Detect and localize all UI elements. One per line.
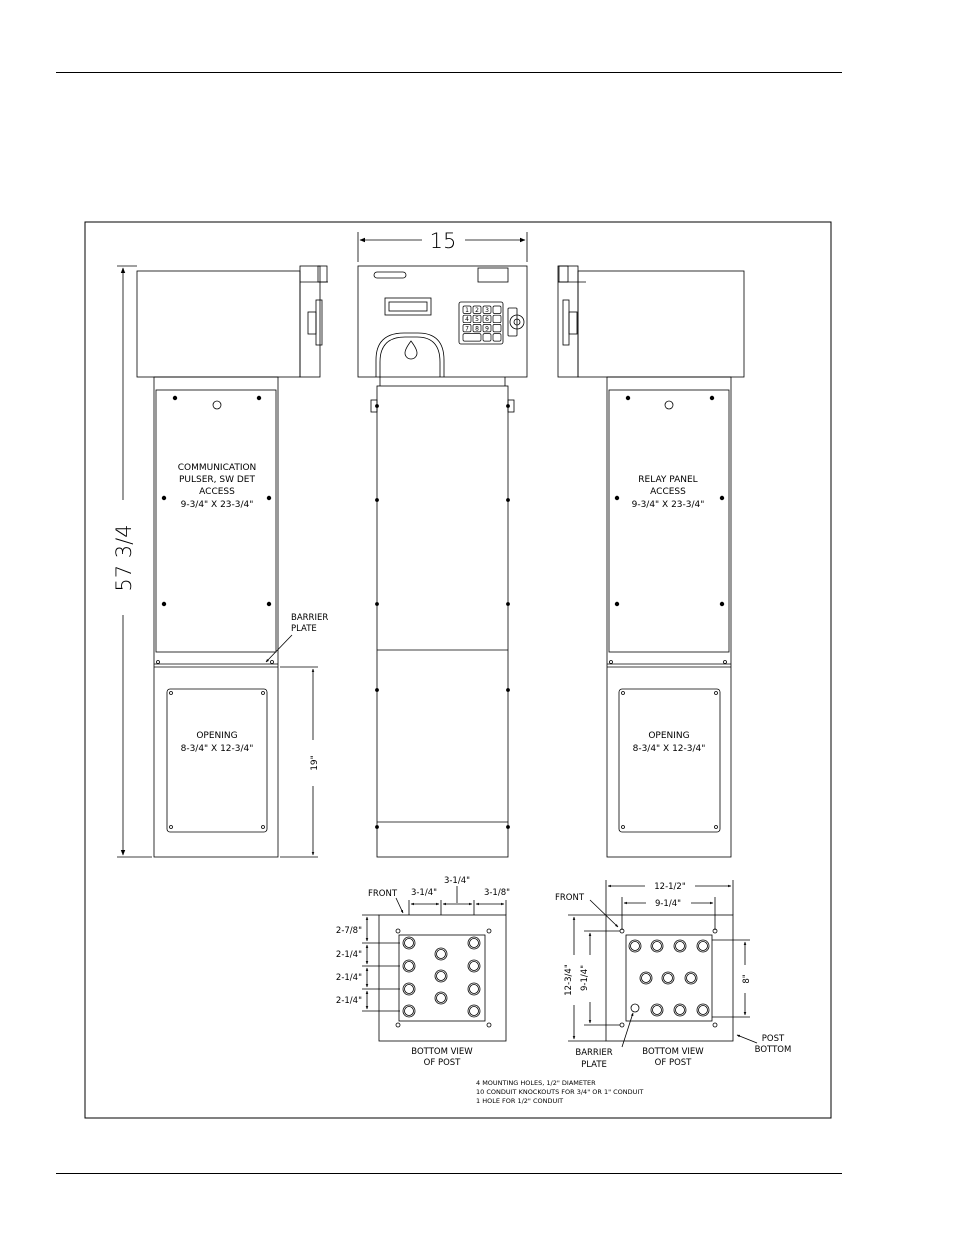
barrier-plate-bottom-label-2: PLATE (581, 1060, 607, 1070)
left-panel-label-3: ACCESS (199, 487, 235, 497)
bottom-view-right-label-1: BOTTOM VIEW (642, 1047, 704, 1057)
right-panel-label-1: RELAY PANEL (638, 475, 697, 485)
left-panel-label-1: COMMUNICATION (178, 463, 257, 473)
barrier-plate-bottom-label-1: BARRIER (575, 1048, 612, 1058)
left-opening-label: OPENING (196, 731, 237, 741)
keypad-key (482, 314, 492, 324)
barrier-plate-callout: BARRIER PLATE (265, 613, 328, 663)
keypad-key-label: 1 (465, 307, 469, 314)
dim-3-1-4-a: 3-1/4" (411, 888, 437, 898)
bottom-view-left (362, 897, 507, 1042)
dim-12-3-4: 12-3/4" (564, 964, 574, 996)
right-opening-size: 8-3/4" X 12-3/4" (633, 744, 706, 754)
dim-3-1-4-top: 3-1/4" (444, 876, 470, 886)
keypad-key-label: 2 (475, 307, 479, 314)
dim-2-1-4-b: 2-1/4" (336, 973, 362, 983)
left-opening-size: 8-3/4" X 12-3/4" (181, 744, 254, 754)
keypad-key (492, 314, 502, 324)
keypad-key (462, 333, 482, 342)
dim-8: 8" (742, 974, 752, 983)
dim-2-1-4-c: 2-1/4" (336, 996, 362, 1006)
bottom-view-right-label-2: OF POST (655, 1058, 692, 1068)
dim-2-1-4-a: 2-1/4" (336, 950, 362, 960)
right-panel-label-2: ACCESS (650, 487, 686, 497)
bottom-view-right (568, 880, 758, 1048)
knockouts-right (628, 939, 710, 1017)
barrier-plate-label-1: BARRIER (291, 613, 328, 623)
bottom-view-left-label-2: OF POST (424, 1058, 461, 1068)
front-label-right: FRONT (555, 893, 585, 903)
drawing-frame (84, 221, 832, 1119)
right-panel-size: 9-3/4" X 23-3/4" (632, 500, 705, 510)
keypad-key (482, 333, 492, 342)
left-panel-size: 9-3/4" X 23-3/4" (181, 500, 254, 510)
front-view (357, 265, 528, 858)
dim-9-1-4-v: 9-1/4" (580, 965, 590, 991)
keypad-key (492, 324, 502, 333)
keypad-key (482, 324, 492, 333)
dim-overall-width: 15 (430, 229, 457, 253)
dim-overall-height: 57 3/4 (112, 524, 136, 591)
keypad-key-label: 5 (475, 316, 479, 323)
left-panel-label-2: PULSER, SW DET (179, 475, 255, 485)
dim-9-1-4-h: 9-1/4" (655, 899, 681, 909)
keypad-key-label: 6 (485, 316, 489, 323)
keypad-key (482, 305, 492, 314)
post-bottom-label-1: POST (762, 1034, 785, 1044)
keypad-key-label: 8 (475, 325, 479, 332)
keypad-key-label: 9 (485, 325, 489, 332)
height-dimension: 57 3/4 (112, 265, 152, 858)
note-1: 4 MOUNTING HOLES, 1/2" DIAMETER (476, 1079, 596, 1087)
keypad-key (462, 324, 472, 333)
keypad-key (472, 314, 482, 324)
front-label-left: FRONT (368, 889, 398, 899)
left-side-view (136, 265, 328, 858)
dim-3-1-8: 3-1/8" (484, 888, 510, 898)
right-opening-label: OPENING (648, 731, 689, 741)
note-3: 1 HOLE FOR 1/2" CONDUIT (476, 1097, 563, 1105)
keypad-key (462, 305, 472, 314)
keypad-key (462, 314, 472, 324)
knockouts-left (402, 936, 481, 1018)
keypad-key (492, 333, 502, 342)
front-post-studs (375, 404, 510, 829)
keypad-key (472, 305, 482, 314)
keypad-key-label: 7 (465, 325, 469, 332)
keypad-key-label: 4 (465, 316, 469, 323)
barrier-plate-label-2: PLATE (291, 624, 317, 634)
note-2: 10 CONDUIT KNOCKOUTS FOR 3/4" OR 1" COND… (476, 1088, 643, 1096)
keypad-key (492, 305, 502, 314)
header-rule (56, 72, 842, 73)
footer-rule (56, 1173, 842, 1174)
keypad-key-label: 3 (485, 307, 489, 314)
width-dimension: 15 (357, 229, 528, 262)
bottom-view-left-label-1: BOTTOM VIEW (411, 1047, 473, 1057)
dim-12-1-2: 12-1/2" (654, 882, 686, 892)
keypad-key (472, 324, 482, 333)
opening-height-dimension: 19" (280, 666, 320, 858)
right-side-view (557, 265, 745, 858)
dim-2-7-8: 2-7/8" (336, 926, 362, 936)
dim-opening-height: 19" (310, 755, 320, 771)
post-bottom-label-2: BOTTOM (755, 1045, 792, 1055)
